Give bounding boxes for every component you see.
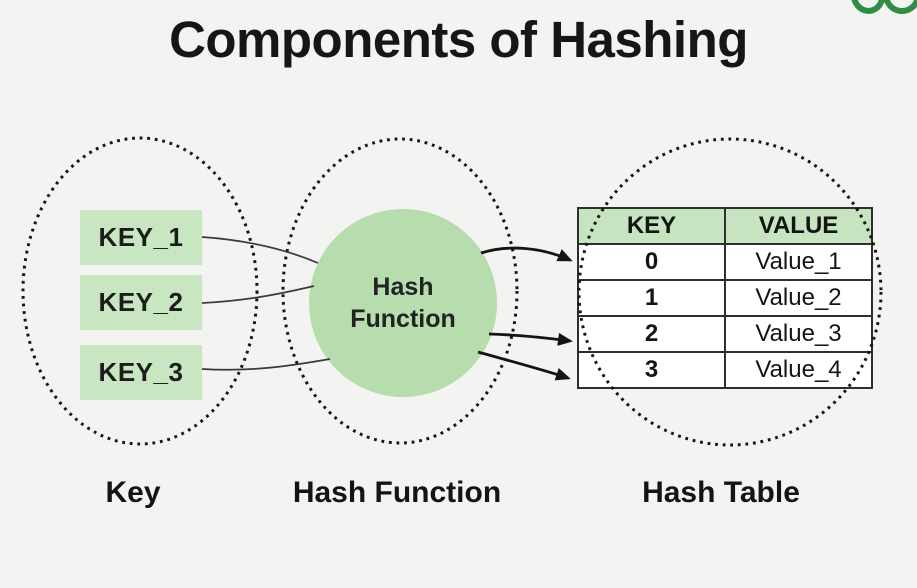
table-row: 0 Value_1 (577, 243, 873, 281)
hash-table: KEY VALUE 0 Value_1 1 Value_2 2 Value_3 … (577, 207, 873, 389)
caption-key: Key (105, 476, 161, 509)
arrow-hash-to-row2 (488, 332, 573, 346)
key-cell-1: 1 (577, 279, 726, 317)
key-box-1: KEY_1 (80, 210, 202, 265)
arrow-hash-to-row3 (477, 350, 571, 381)
table-row: 2 Value_3 (577, 315, 873, 353)
key-box-3: KEY_3 (80, 345, 202, 400)
value-cell-0: Value_1 (724, 243, 873, 281)
key-box-2: KEY_2 (80, 275, 202, 330)
caption-hash-table: Hash Table (642, 476, 800, 509)
key-cell-3: 3 (577, 351, 726, 389)
hash-function-label: Hash Function (350, 272, 456, 334)
table-row: 3 Value_4 (577, 351, 873, 389)
column-header-value: VALUE (724, 207, 873, 245)
hash-function-circle: Hash Function (309, 209, 497, 397)
connector-key1-to-hash (201, 236, 319, 264)
key-cell-2: 2 (577, 315, 726, 353)
value-cell-3: Value_4 (724, 351, 873, 389)
value-cell-1: Value_2 (724, 279, 873, 317)
table-row: 1 Value_2 (577, 279, 873, 317)
caption-hash-function: Hash Function (292, 476, 502, 509)
value-cell-2: Value_3 (724, 315, 873, 353)
connector-key2-to-hash (201, 285, 315, 304)
connector-key3-to-hash (201, 358, 331, 371)
column-header-key: KEY (577, 207, 726, 245)
page-title: Components of Hashing (169, 11, 748, 68)
key-cell-0: 0 (577, 243, 726, 281)
arrow-hash-to-row0 (480, 246, 573, 262)
table-header-row: KEY VALUE (577, 207, 873, 245)
